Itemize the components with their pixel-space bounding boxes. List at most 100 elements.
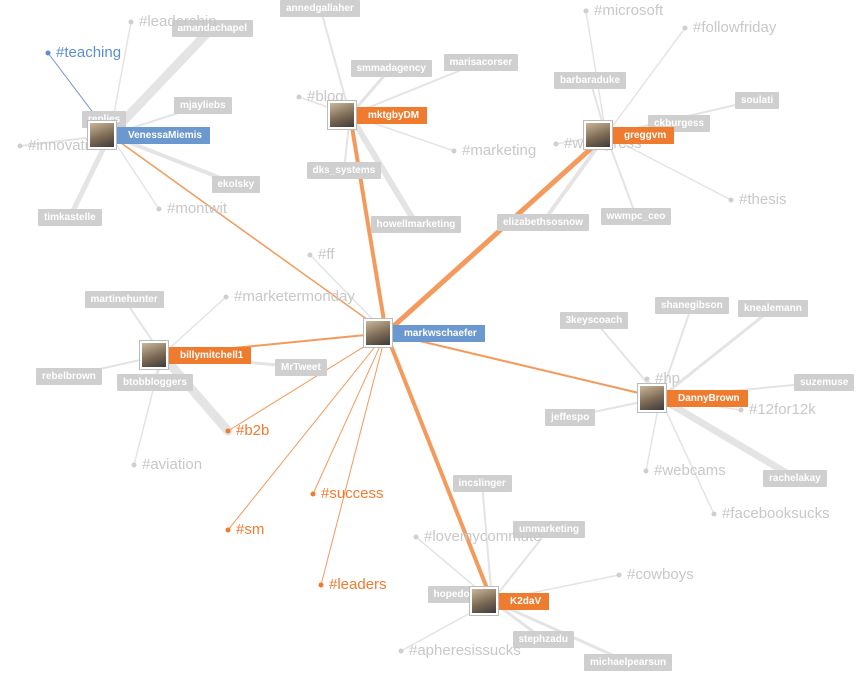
edge-venessamiemis-montwit xyxy=(109,134,160,210)
hashtag-leaders[interactable]: #leaders xyxy=(329,576,387,593)
hub-node-greggvm[interactable]: greggvm xyxy=(584,121,675,149)
user-node-barbaraduke[interactable]: barbaraduke xyxy=(554,71,627,89)
hashtag-teaching[interactable]: #teaching xyxy=(56,44,122,61)
user-node-marisacorser[interactable]: marisacorser xyxy=(443,53,519,71)
edge-billymitchell1-marketermonday xyxy=(161,296,227,356)
hub-node-mktgbydm[interactable]: mktgbyDM xyxy=(328,101,428,129)
user-node-michaelpearsun[interactable]: michaelpearsun xyxy=(584,653,673,671)
hashtag-blog[interactable]: #blog xyxy=(307,88,344,105)
hashtag-dot-marketermonday xyxy=(223,294,229,300)
hashtag-dot-hp xyxy=(644,376,650,382)
user-node-suzemuse[interactable]: suzemuse xyxy=(794,373,855,391)
user-node-dkssystems[interactable]: dks_systems xyxy=(306,161,382,179)
hashtag-leadership[interactable]: #leadership xyxy=(139,13,217,30)
hashtag-dot-wordpress xyxy=(553,141,559,147)
hashtag-hp[interactable]: #hp xyxy=(655,370,681,387)
user-node-soulati[interactable]: soulati xyxy=(735,91,780,109)
user-node-btobbloggers[interactable]: btobbloggers xyxy=(117,373,193,391)
user-node-stephzadu[interactable]: stephzadu xyxy=(512,630,574,648)
user-node-rebelbrown[interactable]: rebelbrown xyxy=(36,367,102,385)
edge-k2dav-incslinger xyxy=(481,482,493,602)
hashtag-innovation[interactable]: #innovation xyxy=(28,137,105,154)
hashtag-followfriday[interactable]: #followfriday xyxy=(693,19,777,36)
user-node-smmadagency[interactable]: smmadagency xyxy=(350,59,432,77)
hashtag-thesis[interactable]: #thesis xyxy=(739,191,787,208)
hashtag-dot-lovemycommute xyxy=(413,534,419,540)
user-node-shanegibson[interactable]: shanegibson xyxy=(655,296,729,314)
user-node-amandachapel[interactable]: amandachapel xyxy=(171,19,253,37)
hub-label: greggvm xyxy=(624,130,667,141)
edge-mktgbydm-howellmarketing xyxy=(347,112,419,227)
edge-markwschaefer-leaders xyxy=(320,332,387,586)
edge-markwschaefer-b2b xyxy=(227,332,387,432)
user-node-howellmarketing[interactable]: howellmarketing xyxy=(370,215,462,233)
hashtag-montwit[interactable]: #montwit xyxy=(167,200,228,217)
user-node-timkastelle[interactable]: timkastelle xyxy=(38,208,102,226)
hub-node-markwschaefer[interactable]: markwschaefer xyxy=(364,319,485,347)
user-node-knealemann[interactable]: knealemann xyxy=(738,299,808,317)
user-node-rachelakay[interactable]: rachelakay xyxy=(763,469,827,487)
hub-node-k2dav[interactable]: K2daV xyxy=(470,587,550,615)
hub-node-billymitchell1[interactable]: billymitchell1 xyxy=(140,341,252,369)
hashtag-dot-teaching xyxy=(45,50,51,56)
user-node-incslinger[interactable]: incslinger xyxy=(452,474,512,492)
edge-dannybrown-shanegibson xyxy=(659,304,693,399)
edge-dannybrown-facebooksucks xyxy=(659,397,715,515)
edge-greggvm-thesis xyxy=(605,134,732,201)
user-avatar-icon xyxy=(140,341,168,369)
hashtag-microsoft[interactable]: #microsoft xyxy=(594,2,664,19)
hashtag-dot-blog xyxy=(296,94,302,100)
hashtag-facebooksucks[interactable]: #facebooksucks xyxy=(722,505,830,522)
user-avatar-icon xyxy=(328,101,356,129)
hashtag-marketermonday[interactable]: #marketermonday xyxy=(234,288,355,305)
hub-node-dannybrown[interactable]: DannyBrown xyxy=(638,384,748,412)
hashtag-dot-facebooksucks xyxy=(711,511,717,517)
hub-label: mktgbyDM xyxy=(368,110,420,121)
edge-markwschaefer-dannybrown xyxy=(385,332,661,399)
hashtag-dot-sm xyxy=(225,527,231,533)
hashtag-dot-aviation xyxy=(131,462,137,468)
hashtag-dot-b2b xyxy=(225,428,231,434)
user-node-mjayliebs[interactable]: mjayliebs xyxy=(174,96,232,114)
user-node-jeffespo[interactable]: jeffespo xyxy=(545,408,596,426)
user-avatar-icon xyxy=(584,121,612,149)
hashtag-dot-leaders xyxy=(318,582,324,588)
hashtag-dot-thesis xyxy=(728,197,734,203)
user-node-annedgallaher[interactable]: annedgallaher xyxy=(280,0,360,17)
hashtag-webcams[interactable]: #webcams xyxy=(654,462,726,479)
hashtag-sm[interactable]: #sm xyxy=(236,521,265,538)
user-node-martinehunter[interactable]: martinehunter xyxy=(84,290,164,308)
user-node-wwmpcceo[interactable]: wwmpc_ceo xyxy=(600,207,672,225)
hashtag-dot-apheresissucks xyxy=(398,648,404,654)
hashtag-apheresissucks[interactable]: #apheresissucks xyxy=(409,642,521,659)
hashtag-cowboys[interactable]: #cowboys xyxy=(627,566,694,583)
hashtag-aviation[interactable]: #aviation xyxy=(142,456,203,473)
hashtag-dot-ff xyxy=(307,252,313,258)
hashtag-12for12k[interactable]: #12for12k xyxy=(749,401,816,418)
edge-mktgbydm-marisacorser xyxy=(349,61,482,116)
edge-billymitchell1-aviation xyxy=(133,354,163,466)
hub-label: VenessaMiemis xyxy=(128,130,202,141)
hashtag-success[interactable]: #success xyxy=(321,485,384,502)
hashtag-ff[interactable]: #ff xyxy=(318,246,335,263)
hashtag-dot-followfriday xyxy=(682,25,688,31)
hashtag-b2b[interactable]: #b2b xyxy=(236,422,270,439)
hub-label: DannyBrown xyxy=(678,393,740,404)
user-node-ekolsky[interactable]: ekolsky xyxy=(211,175,261,193)
user-node-mrtweet[interactable]: MrTweet xyxy=(275,358,327,376)
edge-billymitchell1-b2b xyxy=(157,350,233,436)
user-avatar-icon xyxy=(638,384,666,412)
hashtag-dot-webcams xyxy=(643,468,649,474)
user-node-unmarketing[interactable]: unmarketing xyxy=(513,520,586,538)
edge-markwschaefer-greggvm xyxy=(383,132,609,336)
edge-markwschaefer-mktgbydm xyxy=(348,113,388,335)
hub-node-venessamiemis[interactable]: VenessaMiemis xyxy=(88,121,210,149)
user-node-elizabethsosnow[interactable]: elizabethsosnow xyxy=(497,213,590,231)
hashtag-marketing[interactable]: #marketing xyxy=(462,142,537,159)
hashtag-lovemycommute[interactable]: #lovemycommute xyxy=(424,528,542,545)
hashtag-dot-marketing xyxy=(451,148,457,154)
edge-greggvm-followfriday xyxy=(605,27,686,136)
hashtag-dot-montwit xyxy=(156,206,162,212)
user-node-3keyscoach[interactable]: 3keyscoach xyxy=(559,311,629,329)
user-avatar-icon xyxy=(470,587,498,615)
